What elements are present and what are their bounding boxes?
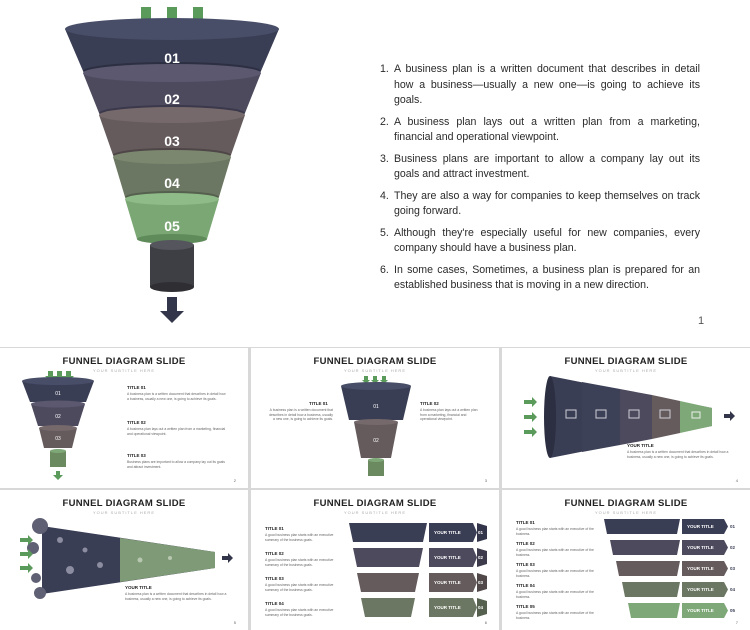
item-title: TITLE 03 — [516, 562, 535, 567]
item-title: TITLE 01 — [127, 385, 146, 390]
step-label: YOUR TITLE — [434, 580, 461, 585]
item-title: TITLE 02 — [516, 541, 535, 546]
item-text: A business plan lays out a written plan … — [420, 408, 484, 422]
item-title: TITLE 05 — [516, 604, 535, 609]
thumbnail-grid: FUNNEL DIAGRAM SLIDE YOUR SUBTITLE HERE … — [0, 347, 750, 630]
step-label: YOUR TITLE — [434, 530, 461, 535]
mini-label: 02 — [55, 414, 61, 420]
item-text: A good business plan starts with an exec… — [516, 527, 596, 536]
item-title: TITLE 02 — [420, 401, 439, 406]
item-text: A business plan is a written document th… — [269, 408, 333, 422]
item-title: TITLE 02 — [265, 551, 284, 556]
step-number: 01 — [478, 530, 483, 535]
item-title: YOUR TITLE — [125, 585, 152, 590]
step-label: YOUR TITLE — [687, 608, 714, 613]
step-label: YOUR TITLE — [434, 555, 461, 560]
thumbnail-slide-6[interactable]: FUNNEL DIAGRAM SLIDE YOUR SUBTITLE HERE … — [251, 490, 499, 630]
item-title: TITLE 01 — [516, 520, 535, 525]
step-number: 03 — [478, 580, 483, 585]
bubble-funnel — [0, 490, 248, 630]
item-text: A good business plan starts with an exec… — [265, 558, 335, 567]
thumbnail-slide-3[interactable]: FUNNEL DIAGRAM SLIDE YOUR SUBTITLE HERE … — [251, 348, 499, 488]
item-title: TITLE 03 — [265, 576, 284, 581]
list-item: 6.In some cases, Sometimes, a business p… — [380, 263, 700, 294]
item-text: A business plan is a written document th… — [627, 450, 737, 459]
item-text: A good business plan starts with an exec… — [265, 608, 335, 617]
funnel-label-03: 03 — [164, 133, 180, 149]
funnel-label-01: 01 — [164, 50, 180, 66]
item-text: A business plan is a written document th… — [127, 392, 227, 401]
step-number: 01 — [730, 524, 735, 529]
funnel-label-02: 02 — [164, 91, 180, 107]
horizontal-funnel — [502, 348, 750, 488]
step-number: 04 — [478, 605, 483, 610]
step-label: YOUR TITLE — [687, 524, 714, 529]
page-number: 7 — [736, 620, 738, 625]
item-text: A good business plan starts with an exec… — [516, 590, 596, 599]
step-number: 05 — [730, 608, 735, 613]
page-number: 2 — [234, 478, 236, 483]
item-text: A good business plan starts with an exec… — [265, 583, 335, 592]
item-title: TITLE 03 — [127, 453, 146, 458]
list-item: 5.Although they're especially useful for… — [380, 226, 700, 257]
item-title: TITLE 01 — [265, 526, 284, 531]
step-label: YOUR TITLE — [687, 545, 714, 550]
step-number: 03 — [730, 566, 735, 571]
thumbnail-slide-7[interactable]: FUNNEL DIAGRAM SLIDE YOUR SUBTITLE HERE … — [502, 490, 750, 630]
item-title: TITLE 02 — [127, 420, 146, 425]
step-number: 04 — [730, 587, 735, 592]
step-label: YOUR TITLE — [687, 587, 714, 592]
item-text: A good business plan starts with an exec… — [516, 569, 596, 578]
page-number: 3 — [485, 478, 487, 483]
thumbnail-slide-5[interactable]: FUNNEL DIAGRAM SLIDE YOUR SUBTITLE HERE … — [0, 490, 248, 630]
page-number: 1 — [698, 315, 704, 327]
item-title: TITLE 01 — [309, 401, 328, 406]
funnel-label-04: 04 — [164, 175, 180, 191]
page-number: 5 — [234, 620, 236, 625]
thumbnail-slide-4[interactable]: FUNNEL DIAGRAM SLIDE YOUR SUBTITLE HERE … — [502, 348, 750, 488]
item-title: TITLE 04 — [516, 583, 535, 588]
funnel-stem — [150, 240, 194, 292]
output-arrow-icon — [160, 297, 184, 323]
list-item: 4.They are also a way for companies to k… — [380, 189, 700, 220]
mini-label: 02 — [373, 438, 379, 444]
item-text: Business plans are important to allow a … — [127, 460, 227, 469]
funnel-label-05: 05 — [164, 218, 180, 234]
list-item: 1.A business plan is a written document … — [380, 62, 700, 109]
funnel-diagram: 01 02 03 04 05 — [55, 5, 295, 325]
step-label: YOUR TITLE — [687, 566, 714, 571]
mini-label: 01 — [55, 391, 61, 397]
page-number: 4 — [736, 478, 738, 483]
step-label: YOUR TITLE — [434, 605, 461, 610]
step-number: 02 — [478, 555, 483, 560]
list-item: 2.A business plan lays out a written pla… — [380, 115, 700, 146]
mini-label: 03 — [55, 436, 61, 442]
main-slide: 01 02 03 04 05 1.A business plan is a wr… — [0, 0, 750, 345]
item-text: A business plan lays out a written plan … — [127, 427, 227, 436]
step-number: 02 — [730, 545, 735, 550]
item-text: A good business plan starts with an exec… — [516, 611, 596, 620]
mini-label: 01 — [373, 404, 379, 410]
item-title: TITLE 04 — [265, 601, 284, 606]
numbered-list: 1.A business plan is a written document … — [380, 62, 700, 300]
item-text: A good business plan starts with an exec… — [516, 548, 596, 557]
item-text: A business plan is a written document th… — [125, 592, 235, 601]
page-number: 6 — [485, 620, 487, 625]
item-text: A good business plan starts with an exec… — [265, 533, 335, 542]
thumbnail-slide-2[interactable]: FUNNEL DIAGRAM SLIDE YOUR SUBTITLE HERE … — [0, 348, 248, 488]
item-title: YOUR TITLE — [627, 443, 654, 448]
list-item: 3.Business plans are important to allow … — [380, 152, 700, 183]
